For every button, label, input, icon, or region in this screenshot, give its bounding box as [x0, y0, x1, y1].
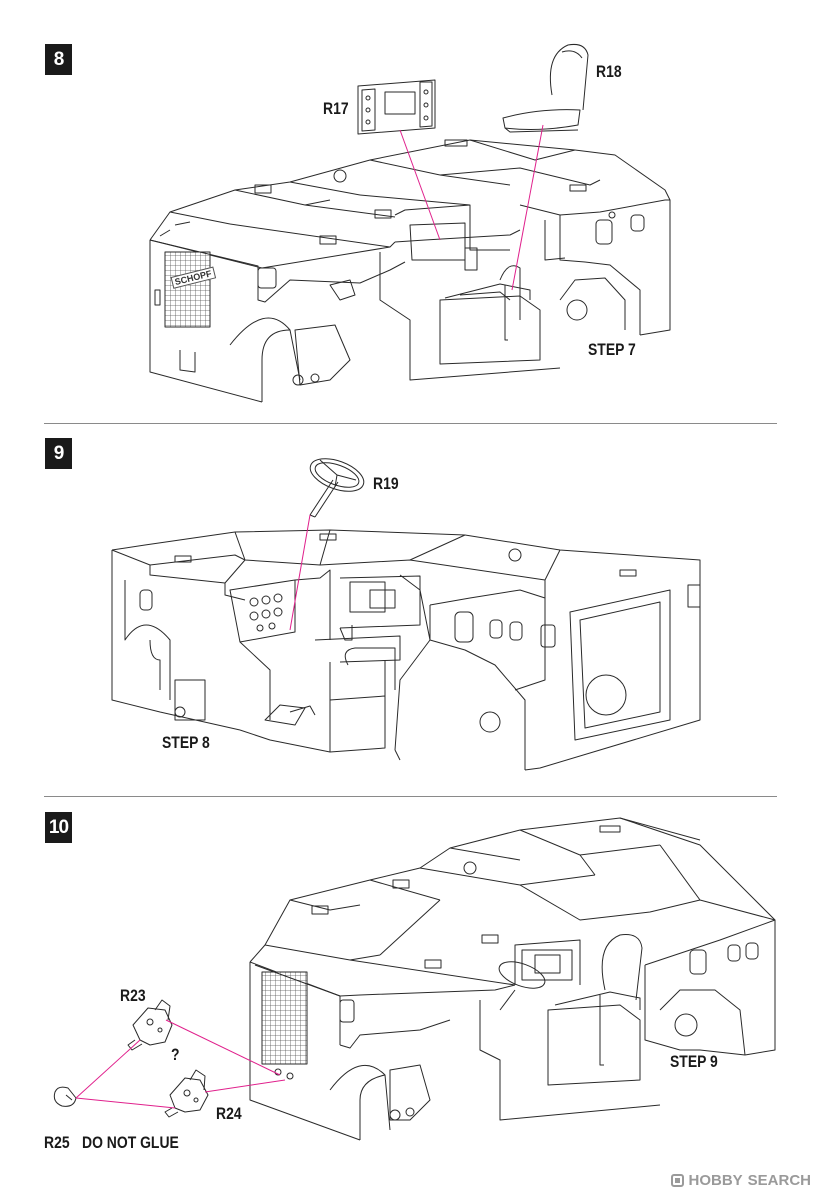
leader-lines [75, 124, 544, 1109]
section-divider [44, 796, 777, 797]
do-not-glue-note: DO NOT GLUE [82, 1133, 179, 1152]
step-10-hull [249, 817, 776, 1141]
section-divider [44, 423, 777, 424]
brand-logo-icon [671, 1174, 685, 1187]
step-8-badge: 8 [45, 44, 72, 75]
part-label-r25: R25 [44, 1133, 70, 1152]
part-r18-seat [502, 44, 589, 133]
query-mark: ? [171, 1045, 180, 1064]
step-9-badge: 9 [45, 438, 72, 469]
part-r25 [53, 1086, 77, 1107]
part-r24 [164, 1069, 209, 1118]
watermark-brand: HOBBY [688, 1172, 743, 1189]
watermark: HOBBY SEARCH [671, 1172, 811, 1189]
part-label-r23: R23 [120, 986, 146, 1005]
part-label-r17: R17 [323, 99, 349, 118]
step-reference-label: STEP 7 [588, 340, 636, 359]
step-reference-label: STEP 9 [670, 1052, 718, 1071]
part-label-r18: R18 [596, 62, 622, 81]
step-8-hull [149, 139, 671, 403]
watermark-brand-tail: SEARCH [747, 1172, 811, 1189]
part-label-r19: R19 [373, 474, 399, 493]
part-r17-panel [357, 79, 436, 135]
step-10-badge: 10 [45, 812, 72, 843]
step-9-hull [111, 529, 701, 771]
part-r19-steering-wheel [309, 458, 365, 518]
step-reference-label: STEP 8 [162, 733, 210, 752]
part-r23 [127, 999, 173, 1051]
part-label-r24: R24 [216, 1104, 242, 1123]
